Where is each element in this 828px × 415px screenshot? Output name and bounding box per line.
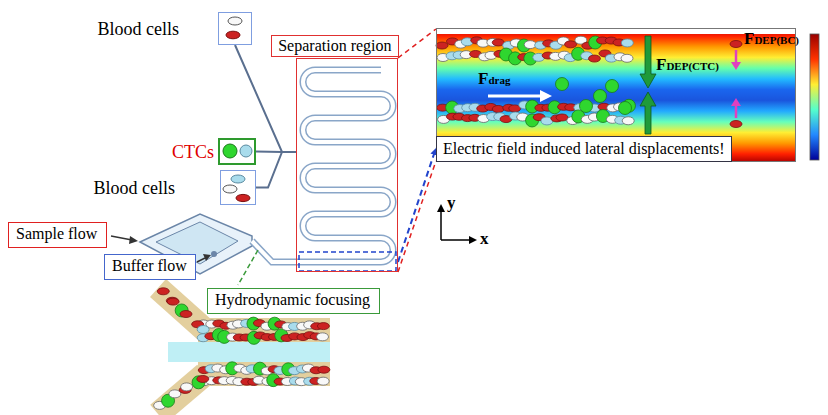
axis-line (441, 239, 469, 241)
dep-ctc-arrow (640, 36, 656, 88)
sample-label: Blood cells (98, 18, 180, 39)
zoom-line (398, 29, 436, 58)
blood-cell (181, 383, 193, 391)
blood-cell (588, 55, 600, 62)
blood-cell (157, 288, 169, 295)
axis-label: x (480, 230, 489, 249)
blood-cell (621, 39, 633, 47)
blood-cell (223, 185, 237, 193)
serpentine-channel (300, 70, 393, 262)
blood-cell (197, 325, 209, 333)
axis-arrow (437, 204, 445, 212)
blood-cell (317, 377, 329, 385)
blood-cell (166, 297, 178, 304)
ctc-cell (580, 100, 593, 113)
blood-cell (492, 105, 504, 112)
flow-arrow (111, 236, 132, 240)
simulation-panel: Electric field induced lateral displacem… (436, 28, 796, 162)
drag-arrow (488, 95, 541, 98)
buffer-stream (168, 342, 330, 362)
blood-cell (236, 194, 250, 201)
ctc-cell (606, 80, 619, 93)
sample-stream (198, 362, 330, 386)
inlet-channel (252, 241, 300, 262)
axis-line (440, 212, 442, 240)
blood-cell (231, 175, 245, 183)
cell-sample-box: CTCs (218, 138, 256, 165)
outlet-channel (235, 45, 296, 152)
dep-bc-arrow (731, 62, 741, 70)
box-label: Hydrodynamic focusing (215, 291, 372, 309)
box-label: Sample flow (16, 225, 99, 243)
blood-cell (226, 31, 240, 39)
flow-arrow (203, 254, 211, 261)
sample-label: Blood cells (94, 177, 176, 198)
dep-ctc-arrow (640, 92, 656, 134)
serpentine-channel (300, 70, 393, 262)
blood-cell (565, 41, 577, 48)
zoom-line (238, 250, 258, 285)
caption-box: Electric field induced lateral displacem… (436, 136, 732, 162)
label-box: Buffer flow (104, 254, 196, 280)
blood-cell (180, 311, 192, 318)
field-map (436, 28, 796, 162)
blood-cell (622, 117, 634, 125)
ctc-cell (556, 78, 569, 91)
sample-label: CTCs (172, 141, 214, 162)
inlet-channel (252, 241, 300, 262)
blood-cell (317, 333, 329, 341)
ctc-cell (223, 144, 237, 158)
box-label: Buffer flow (112, 257, 188, 275)
axis-label: y (447, 194, 456, 213)
blood-cell (318, 366, 330, 373)
blood-cell (556, 114, 568, 121)
blood-cell (240, 145, 252, 157)
drag-arrow (540, 90, 552, 102)
color-bar (810, 34, 819, 160)
cell-sample-box: Blood cells (220, 170, 256, 205)
blood-cell (621, 54, 633, 62)
separation-region: Separation region (296, 58, 398, 272)
outlet-channel (256, 152, 296, 188)
blood-cell (197, 375, 209, 382)
zoom-frame (299, 252, 396, 271)
blood-cell (730, 121, 742, 128)
sample-channel (158, 288, 205, 330)
axis-arrow (469, 236, 477, 244)
cell-sample-box: Blood cells (218, 12, 252, 45)
dep-bc-arrow (735, 106, 738, 118)
region-heading: Separation region (271, 35, 398, 57)
blood-cell (436, 42, 448, 49)
blood-cell (228, 17, 242, 25)
force-label: FDEP(BC) (744, 30, 799, 49)
flow-arrow (129, 236, 138, 244)
flow-arrow (197, 258, 205, 262)
dep-bc-arrow (735, 50, 738, 62)
force-label: FDEP(CTC) (656, 56, 719, 75)
buffer-port (211, 251, 217, 257)
ctc-cell (619, 102, 632, 115)
label-box: Hydrodynamic focusing (207, 288, 380, 314)
blood-cell (167, 298, 179, 305)
zoom-arrow (398, 148, 436, 262)
force-label: Fdrag (478, 70, 510, 89)
serpentine-channel (300, 70, 393, 262)
blood-cell (317, 323, 329, 330)
ctc-cell (594, 90, 607, 103)
label-box: Sample flow (8, 222, 107, 248)
dep-bc-arrow (731, 98, 741, 106)
zoom-line (398, 161, 436, 272)
blood-cell (730, 41, 742, 48)
